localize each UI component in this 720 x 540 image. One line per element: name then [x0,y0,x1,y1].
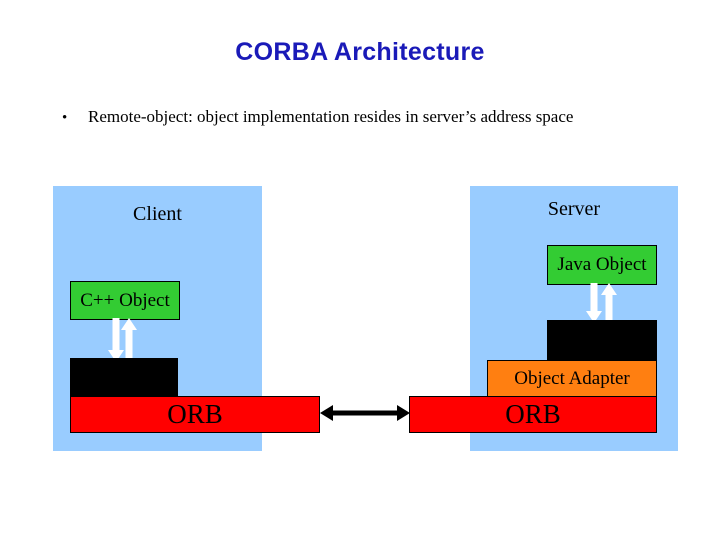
client-stub-box [70,358,178,396]
client-panel-label: Client [133,203,182,225]
server-object-box: Java Object [547,245,657,285]
orb-to-orb-double-arrow-icon [320,405,410,421]
object-adapter-box: Object Adapter [487,360,657,397]
server-down-arrow-icon [586,283,602,323]
client-up-arrow-icon [121,318,137,362]
bullet-list-item: • Remote-object: object implementation r… [62,107,574,127]
bullet-text: Remote-object: object implementation res… [88,107,574,126]
server-orb-box: ORB [409,396,657,433]
server-up-arrow-icon [601,283,617,323]
client-orb-box: ORB [70,396,320,433]
client-object-box: C++ Object [70,281,180,320]
server-skeleton-box [547,320,657,360]
bullet-marker-icon: • [62,110,68,126]
page-title: CORBA Architecture [235,38,485,66]
server-panel-label: Server [547,198,601,220]
